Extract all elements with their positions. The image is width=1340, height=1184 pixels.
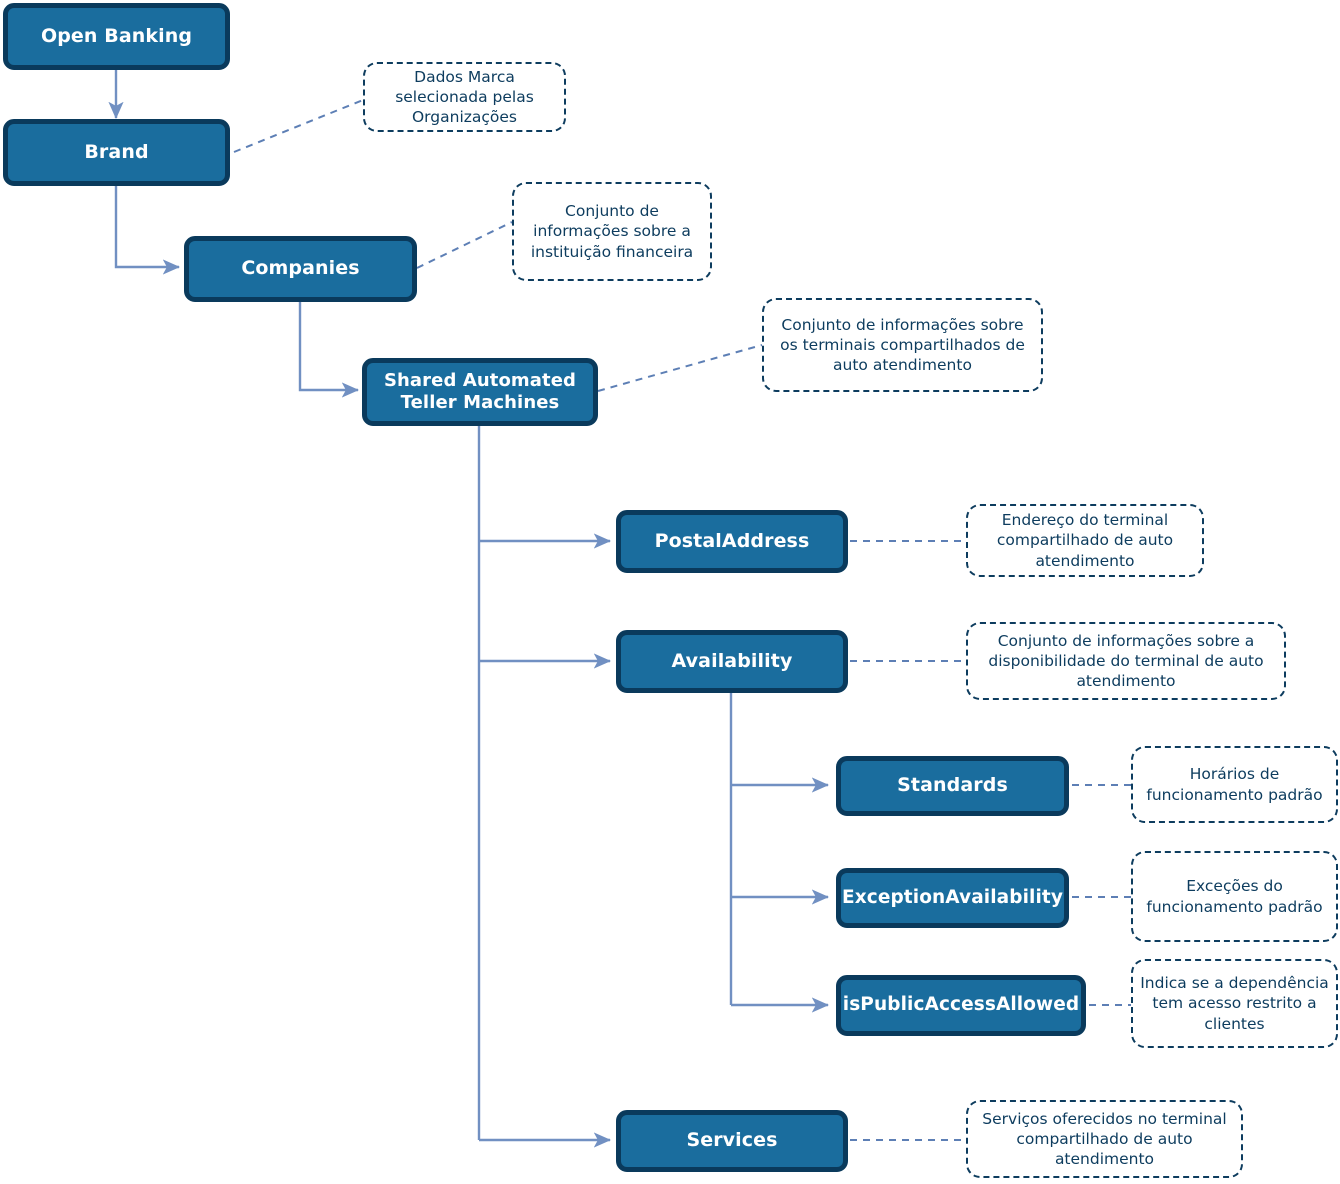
link-brand-note <box>233 99 364 153</box>
node-availability[interactable]: Availability <box>616 630 848 693</box>
edge-brand-companies <box>114 186 181 275</box>
note-availability: Conjunto de informações sobre a disponib… <box>966 622 1286 700</box>
link-shared-atm-note <box>597 344 763 392</box>
node-is-public-access-allowed[interactable]: isPublicAccessAllowed <box>836 975 1086 1036</box>
note-services: Serviços oferecidos no terminal comparti… <box>966 1100 1243 1178</box>
edge-companies-shared-atm <box>298 302 360 398</box>
node-exception-availability[interactable]: ExceptionAvailability <box>836 868 1069 928</box>
node-companies[interactable]: Companies <box>184 236 417 302</box>
note-is-public-access-allowed: Indica se a dependência tem acesso restr… <box>1131 959 1338 1048</box>
node-brand[interactable]: Brand <box>3 119 230 186</box>
node-shared-automated-teller-machines[interactable]: Shared Automated Teller Machines <box>362 358 598 426</box>
link-companies-note <box>416 221 513 269</box>
note-standards: Horários de funcionamento padrão <box>1131 746 1338 823</box>
note-shared-automated-teller-machines: Conjunto de informações sobre os termina… <box>762 298 1043 392</box>
node-postal-address[interactable]: PostalAddress <box>616 510 848 573</box>
node-services[interactable]: Services <box>616 1110 848 1172</box>
note-brand: Dados Marca selecionada pelas Organizaçõ… <box>363 62 566 132</box>
note-companies: Conjunto de informações sobre a institui… <box>512 182 712 281</box>
note-postal-address: Endereço do terminal compartilhado de au… <box>966 504 1204 577</box>
node-standards[interactable]: Standards <box>836 756 1069 816</box>
node-open-banking[interactable]: Open Banking <box>3 3 230 70</box>
note-exception-availability: Exceções do funcionamento padrão <box>1131 851 1338 942</box>
